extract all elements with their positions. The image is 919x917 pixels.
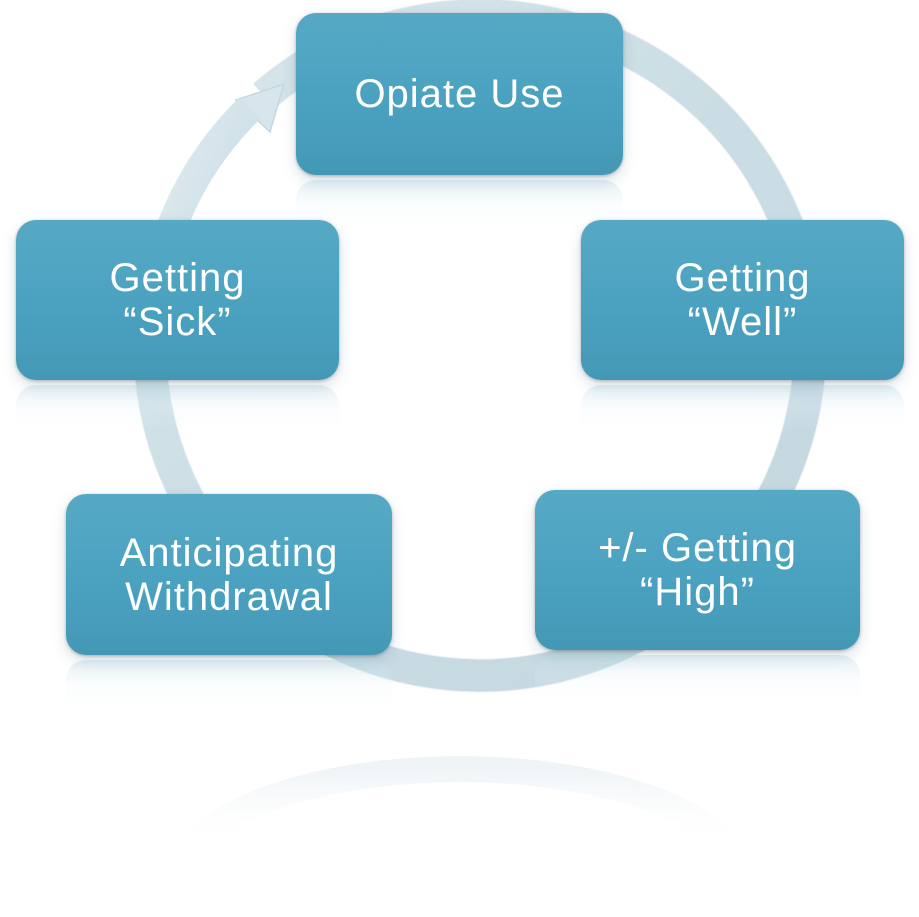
box-reflection <box>581 385 904 445</box>
node-label: Getting “Sick” <box>109 256 246 344</box>
node-getting-high: +/- Getting “High” <box>535 490 860 650</box>
ring-reflection <box>179 756 741 858</box>
box-reflection <box>535 655 860 715</box>
node-anticipating-withdrawal: Anticipating Withdrawal <box>66 494 392 655</box>
box-reflection <box>296 180 623 240</box>
node-label: +/- Getting “High” <box>598 526 797 614</box>
node-getting-sick: Getting “Sick” <box>16 220 339 380</box>
node-label: Opiate Use <box>354 72 565 116</box>
node-getting-well: Getting “Well” <box>581 220 904 380</box>
box-reflection <box>66 660 392 720</box>
node-label: Anticipating Withdrawal <box>119 530 339 619</box>
box-reflection <box>16 385 339 445</box>
node-opiate-use: Opiate Use <box>296 13 623 175</box>
node-label: Getting “Well” <box>674 256 811 344</box>
